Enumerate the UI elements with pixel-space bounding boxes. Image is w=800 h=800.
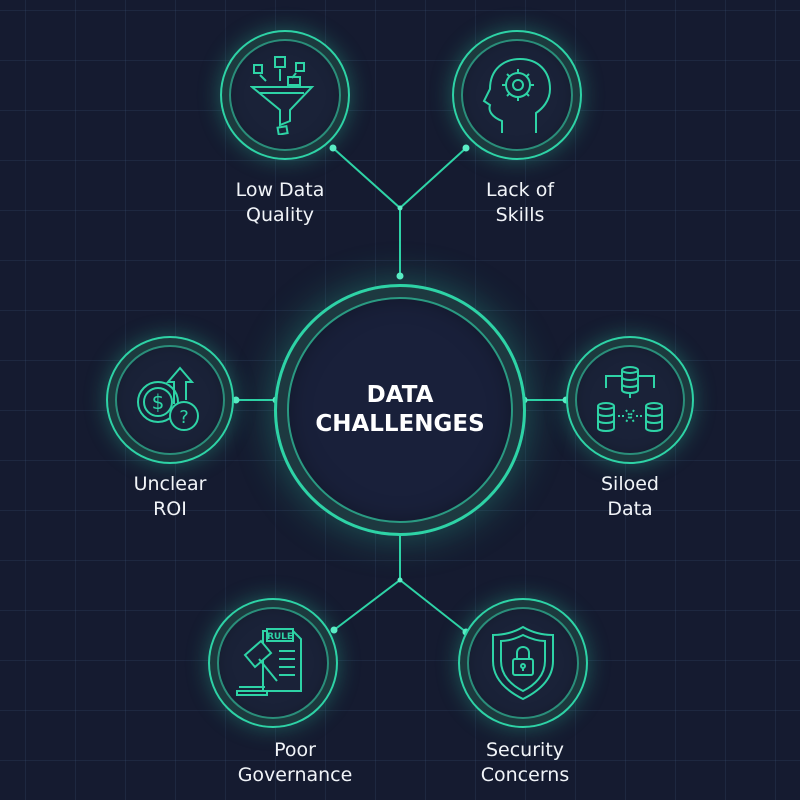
node-security-concerns [458,598,588,728]
center-title: DATA CHALLENGES [315,382,485,437]
database-silo-icon [597,366,663,432]
head-gear-icon [482,57,552,133]
dollar-question-icon: $ ? [137,366,199,431]
funnel-icon [250,56,315,135]
svg-text:$: $ [152,390,165,414]
node-poor-governance: RULE [208,598,338,728]
center-hub: DATA CHALLENGES [274,284,526,536]
svg-text:?: ? [179,407,189,428]
node-low-data-quality [220,30,350,160]
shield-lock-icon [492,625,554,701]
connector-bottom [333,522,467,633]
node-lack-of-skills [452,30,582,160]
rule-icon-text: RULE [267,632,293,642]
node-siloed-data [566,336,694,464]
gavel-rule-icon: RULE [236,628,302,696]
node-unclear-roi: $ ? [106,336,234,464]
